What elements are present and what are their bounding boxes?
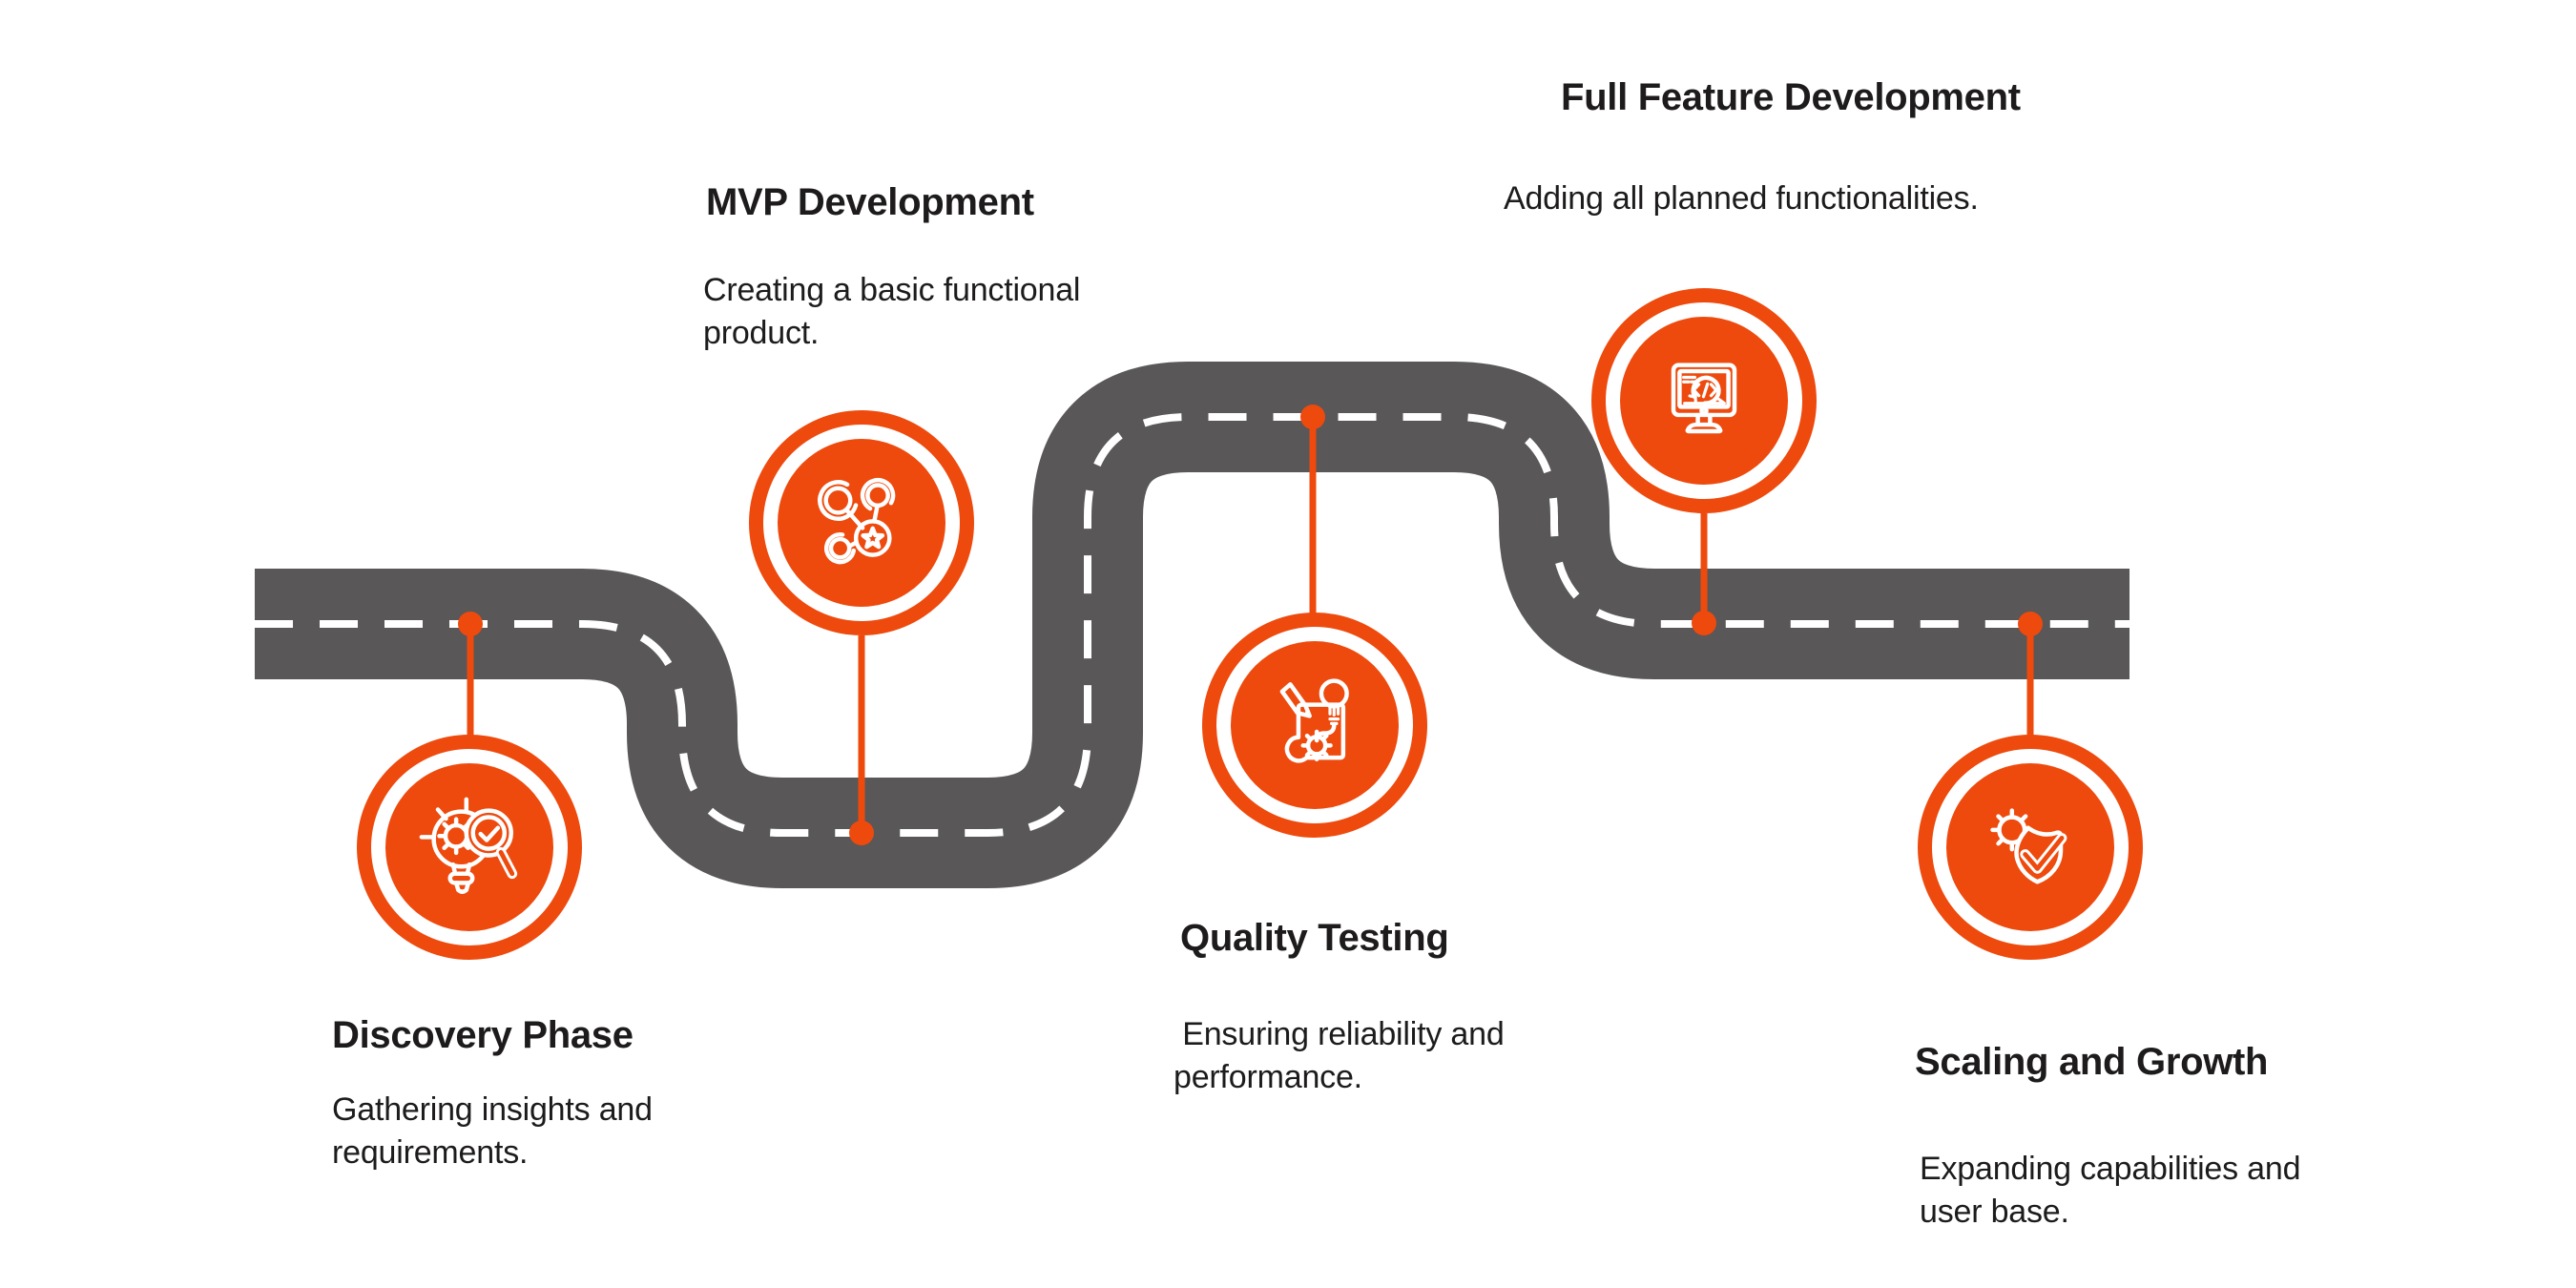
road-milestone-dot bbox=[458, 612, 483, 636]
milestone-marker-mvp bbox=[749, 410, 974, 635]
milestone-disc bbox=[778, 439, 945, 607]
phase-description: Adding all planned functionalities. bbox=[1504, 180, 1979, 217]
milestone-disc bbox=[1620, 317, 1788, 485]
milestone-marker-quality bbox=[1202, 613, 1427, 838]
milestone-disc bbox=[385, 763, 553, 931]
phase-title: Scaling and Growth bbox=[1915, 1041, 2269, 1083]
phase-title: Discovery Phase bbox=[332, 1014, 634, 1056]
gear-shield-check-icon bbox=[1990, 808, 2067, 884]
road-milestone-dot bbox=[2018, 612, 2043, 636]
road-milestone-dot bbox=[849, 821, 874, 845]
phase-title: MVP Development bbox=[706, 181, 1034, 223]
phase-title: Quality Testing bbox=[1180, 917, 1449, 959]
road-milestone-dot bbox=[1692, 611, 1716, 635]
share-network-star-icon bbox=[818, 477, 896, 565]
phase-description: Creating a basic functional product. bbox=[703, 272, 1081, 351]
milestone-disc bbox=[1946, 763, 2114, 931]
blueprint-pencil-gear-icon bbox=[1279, 678, 1349, 763]
lightbulb-gear-magnifier-icon bbox=[419, 797, 518, 894]
phase-description: Ensuring reliability and performance. bbox=[1174, 1016, 1505, 1095]
monitor-agile-code-icon bbox=[1671, 363, 1737, 434]
milestone-marker-scaling bbox=[1918, 735, 2143, 960]
road-centerline bbox=[255, 413, 2129, 837]
milestone-marker-discovery bbox=[357, 735, 582, 960]
phase-description: Expanding capabilities and user base. bbox=[1920, 1151, 2301, 1230]
phase-title: Full Feature Development bbox=[1561, 76, 2021, 118]
phase-description: Gathering insights and requirements. bbox=[332, 1091, 653, 1171]
road-milestone-dot bbox=[1300, 405, 1325, 429]
milestone-disc bbox=[1231, 641, 1399, 809]
milestone-marker-full-feature bbox=[1591, 288, 1817, 513]
